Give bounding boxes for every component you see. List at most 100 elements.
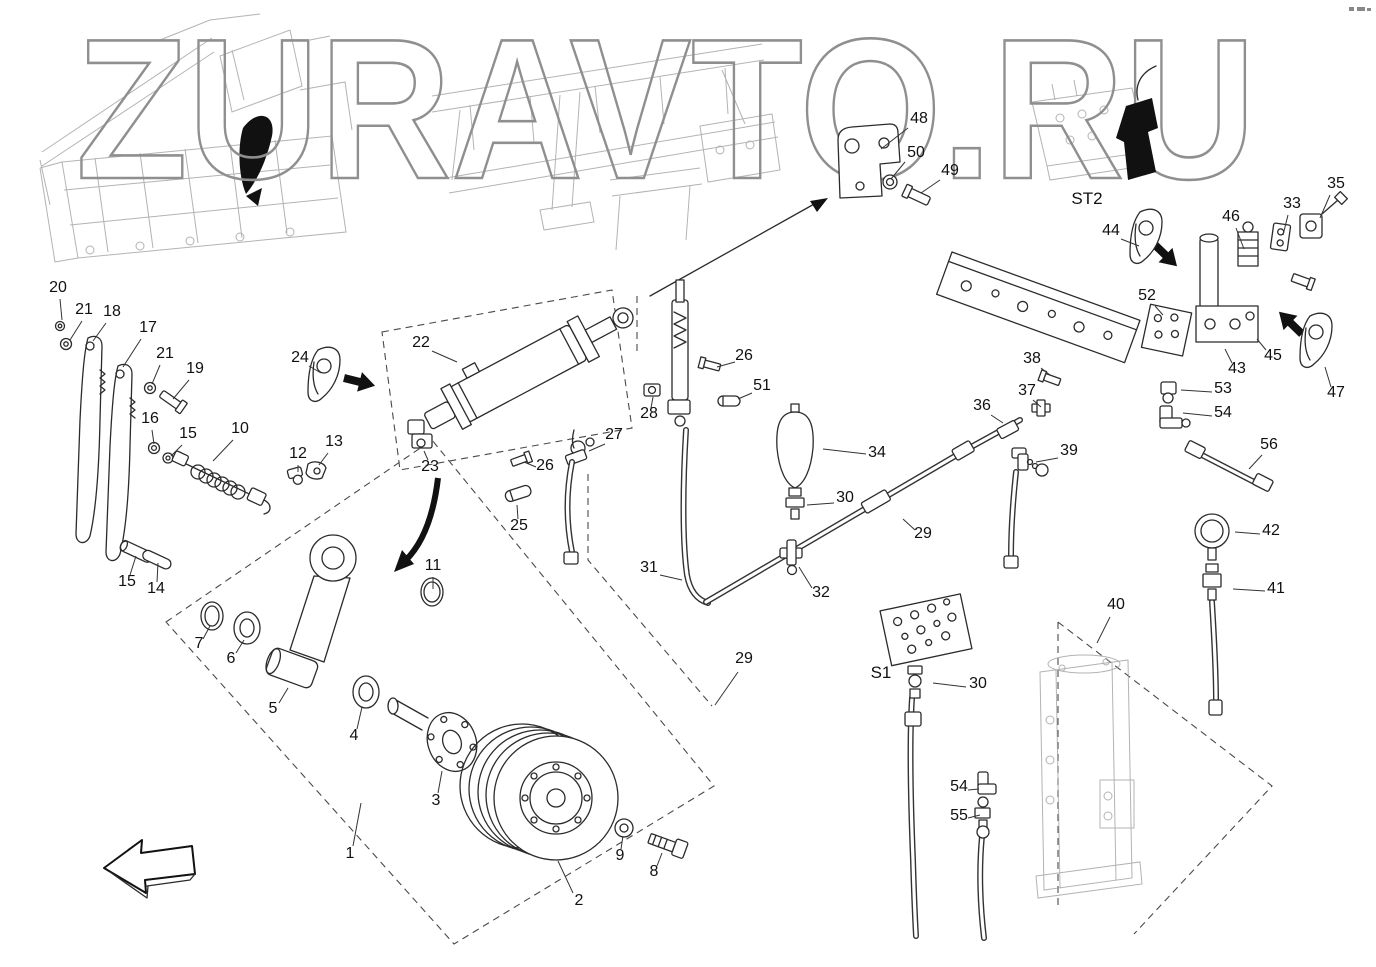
part-callout-54: 54	[1214, 404, 1232, 421]
callout-leader-20	[59, 298, 63, 321]
part-callout-35: 35	[1327, 175, 1345, 192]
part-callout-48: 48	[910, 110, 928, 127]
part-callout-24: 24	[291, 349, 309, 366]
machine-hook-highlight	[239, 115, 273, 206]
callout-leader-41	[1232, 588, 1266, 592]
part-callout-43: 43	[1228, 360, 1246, 377]
cap-13	[305, 461, 327, 480]
ring-11	[420, 577, 444, 607]
fitting-41	[1202, 563, 1222, 601]
part-callout-55: 55	[950, 807, 968, 824]
hook-plate-18	[75, 335, 106, 544]
part-callout-19: 19	[186, 360, 204, 377]
watermark-text: ZURAVTO.RU	[76, 0, 1256, 221]
elbow-54-bottom	[977, 771, 997, 795]
part-callout-39: 39	[1060, 442, 1078, 459]
callout-leader-43	[1224, 348, 1233, 364]
part-callout-22: 22	[412, 334, 430, 351]
part-callout-49: 49	[941, 162, 959, 179]
part-callout-54: 54	[950, 778, 968, 795]
part-callout-23: 23	[421, 458, 439, 475]
callout-leader-52	[1154, 305, 1164, 316]
callout-leader-34	[822, 448, 867, 455]
callout-leader-2	[557, 860, 574, 894]
valve-43-45-46	[1195, 221, 1316, 343]
callout-leader-8	[656, 852, 663, 867]
part-callout-4: 4	[350, 727, 359, 744]
gauge-42	[1194, 513, 1230, 561]
grooved-drum-2	[459, 723, 619, 861]
callout-leader-31	[659, 574, 683, 581]
part-callout-29: 29	[735, 650, 753, 667]
part-callout-53: 53	[1214, 380, 1232, 397]
part-callout-46: 46	[1222, 208, 1240, 225]
callout-leader-13	[318, 452, 329, 466]
fitting-55	[974, 796, 991, 839]
callout-leader-25	[516, 504, 519, 520]
curved-arrow	[394, 477, 441, 572]
part-callout-15: 15	[179, 425, 197, 442]
part-callout-3: 3	[432, 792, 441, 809]
part-callout-34: 34	[868, 444, 886, 461]
fitting-12	[286, 466, 304, 485]
part-callout-31: 31	[640, 559, 658, 576]
callout-leader-15	[129, 555, 137, 576]
part-callout-2: 2	[575, 892, 584, 909]
block-arrows	[343, 241, 1305, 392]
hose-56	[1184, 440, 1274, 492]
callout-leader-18	[92, 322, 107, 342]
st2-connector	[1116, 65, 1158, 180]
part-callout-29: 29	[914, 525, 932, 542]
callout-leader-21	[69, 320, 83, 341]
direction-arrow	[103, 839, 196, 899]
hook-plate-17	[105, 363, 136, 562]
part-callout-36: 36	[973, 397, 991, 414]
elbow-39	[1011, 447, 1049, 477]
hose-55-down	[977, 833, 987, 941]
part-callout-51: 51	[753, 377, 771, 394]
connector-35	[1299, 190, 1349, 239]
part-callout-26: 26	[735, 347, 753, 364]
callout-leader-32	[798, 566, 813, 589]
part-callout-52: 52	[1138, 287, 1156, 304]
part-callout-27: 27	[605, 426, 623, 443]
callout-leader-37	[1032, 399, 1042, 408]
lock-valve-28	[643, 279, 691, 427]
callout-leader-7	[202, 625, 211, 640]
part-callout-21: 21	[75, 301, 93, 318]
tee-32	[779, 539, 803, 576]
callout-leader-17	[122, 338, 142, 368]
part-callout-45: 45	[1264, 347, 1282, 364]
callout-leader-3	[437, 770, 443, 794]
part-callout-42: 42	[1262, 522, 1280, 539]
part-callout-1: 1	[346, 845, 355, 862]
callout-leader-35	[1319, 194, 1331, 219]
elbow-54	[1159, 405, 1191, 429]
faded-frame-sketch	[431, 43, 781, 251]
fitting-23	[407, 419, 433, 449]
callout-leader-36	[990, 414, 1004, 424]
part-callout-8: 8	[650, 863, 659, 880]
callout-leader-23	[423, 450, 429, 461]
callout-leader-45	[1256, 338, 1267, 351]
callout-leader-27	[588, 443, 606, 452]
part-callout-44: 44	[1102, 222, 1120, 239]
part-callout-ST2: ST2	[1071, 189, 1102, 208]
bracket-48-group	[837, 123, 931, 206]
part-callout-32: 32	[812, 584, 830, 601]
callout-leader-21	[151, 364, 161, 385]
part-callout-26: 26	[536, 457, 554, 474]
part-callout-10: 10	[231, 420, 249, 437]
callout-layer: 1234567891011121314151516171819202121222…	[49, 110, 1345, 909]
fitting-53	[1160, 381, 1177, 404]
part-callout-33: 33	[1283, 195, 1301, 212]
callout-leader-42	[1234, 531, 1261, 535]
callout-leader-30	[932, 682, 967, 688]
s1-manifold	[879, 593, 973, 667]
callout-leader-24	[308, 365, 322, 374]
bolt-26-mid	[510, 450, 534, 467]
clamp-24	[307, 346, 341, 403]
part-callout-17: 17	[139, 319, 157, 336]
fitting-27	[564, 429, 595, 466]
tee-37	[1031, 399, 1051, 417]
